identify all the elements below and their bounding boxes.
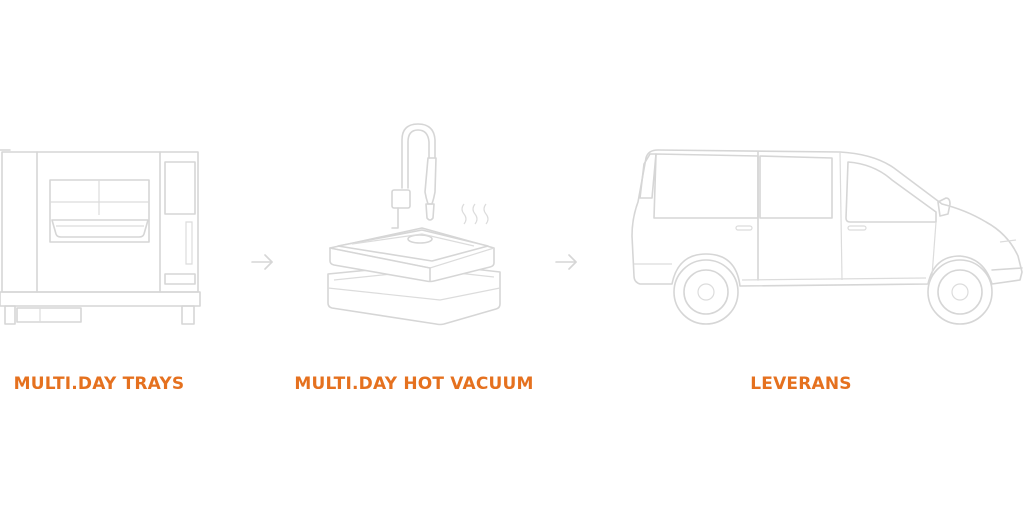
step-label-hot-vacuum: MULTI.DAY HOT VACUUM [294,374,534,394]
step-label-trays: MULTI.DAY TRAYS [13,374,185,394]
vacuum-tray-icon [322,118,512,330]
delivery-van-icon [626,146,1024,328]
step-label-delivery: LEVERANS [750,374,852,394]
arrow-right-icon [555,254,577,270]
arrow-right-icon [251,254,273,270]
oven-icon [0,140,205,330]
